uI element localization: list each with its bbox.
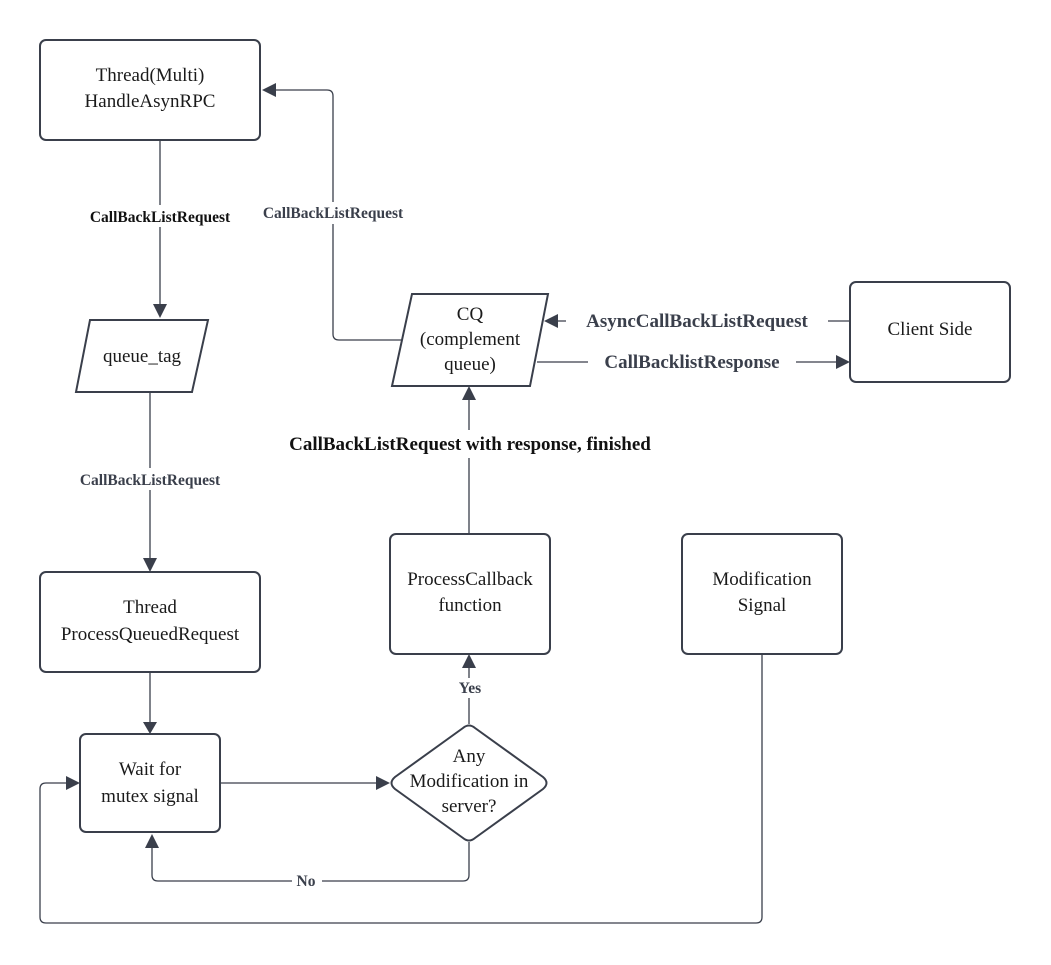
arrowhead-wait-to-decision <box>376 776 390 790</box>
node-cq-line1: CQ <box>457 304 484 325</box>
label-process-to-cq: CallBackListRequest with response, finis… <box>289 434 651 455</box>
node-decision-line2: Modification in <box>410 771 529 792</box>
node-process-callback-line2: function <box>438 595 502 616</box>
node-thread-process-line2: ProcessQueuedRequest <box>61 624 240 645</box>
node-client-side-label: Client Side <box>888 319 973 340</box>
arrowhead-multi-to-queue <box>153 304 167 318</box>
node-process-callback-line1: ProcessCallback <box>407 569 533 590</box>
arrowhead-process-to-wait <box>143 722 157 734</box>
node-wait-mutex-line1: Wait for <box>119 759 182 780</box>
label-decision-yes: Yes <box>459 680 481 697</box>
label-cq-to-client: CallBacklistResponse <box>604 352 779 373</box>
node-decision: Any Modification in server? <box>390 724 548 842</box>
node-thread-multi-line2: HandleAsynRPC <box>85 91 216 112</box>
label-cq-to-multi: CallBackListRequest <box>263 205 404 222</box>
node-queue-tag-label: queue_tag <box>103 346 182 367</box>
node-cq: CQ (complement queue) <box>390 293 550 387</box>
node-queue-tag: queue_tag <box>74 319 210 393</box>
node-modification-signal: Modification Signal <box>681 533 843 655</box>
label-decision-no: No <box>297 873 316 890</box>
label-multi-to-queue: CallBackListRequest <box>90 209 231 226</box>
arrowhead-cq-to-multi <box>262 83 276 97</box>
label-client-to-cq: AsyncCallBackListRequest <box>586 311 808 332</box>
arrowhead-client-to-cq <box>544 314 558 328</box>
node-modification-signal-line1: Modification <box>712 569 812 590</box>
node-wait-mutex: Wait for mutex signal <box>79 733 221 833</box>
node-decision-line3: server? <box>442 796 497 817</box>
edge-signal-to-wait <box>39 654 763 924</box>
node-cq-line3: queue) <box>444 354 496 375</box>
arrowhead-cq-to-client <box>836 355 850 369</box>
node-process-callback: ProcessCallback function <box>389 533 551 655</box>
arrowhead-queue-to-process <box>143 558 157 572</box>
node-thread-multi-line1: Thread(Multi) <box>96 65 205 86</box>
arrowhead-decision-yes <box>462 654 476 668</box>
node-modification-signal-line2: Signal <box>738 595 787 616</box>
arrowhead-process-to-cq <box>462 386 476 400</box>
arrowhead-signal-to-wait <box>66 776 80 790</box>
node-decision-line1: Any <box>453 746 486 767</box>
label-queue-to-process: CallBackListRequest <box>80 472 221 489</box>
node-thread-multi: Thread(Multi) HandleAsynRPC <box>39 39 261 141</box>
node-thread-process-line1: Thread <box>123 597 177 618</box>
node-cq-line2: (complement <box>420 329 521 350</box>
arrowhead-decision-no <box>145 834 159 848</box>
node-client-side: Client Side <box>849 281 1011 383</box>
node-wait-mutex-line2: mutex signal <box>101 786 199 807</box>
node-thread-process: Thread ProcessQueuedRequest <box>39 571 261 673</box>
